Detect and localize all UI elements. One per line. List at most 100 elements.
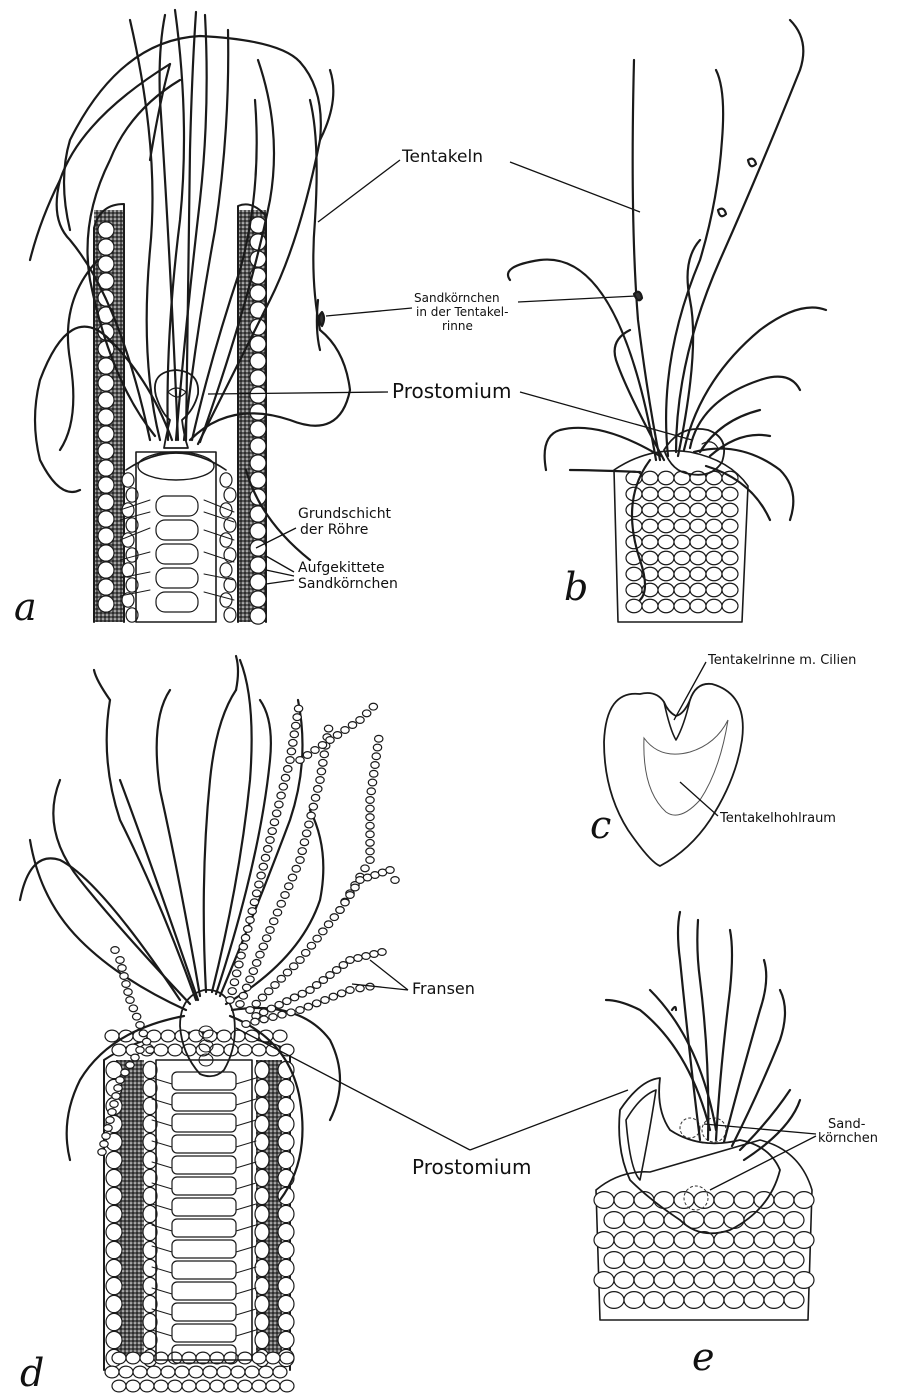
fringe-bead xyxy=(296,957,304,964)
fringe-bead xyxy=(366,857,374,864)
fringe-bead xyxy=(249,968,257,975)
fringe-bead xyxy=(372,753,380,760)
sand-grain xyxy=(626,567,642,580)
label-sandkoernchen-e-1: Sand- xyxy=(828,1117,866,1132)
sand-grain xyxy=(784,1252,804,1269)
panel-letter-a: a xyxy=(14,585,37,629)
sand-grain xyxy=(210,1044,224,1056)
fringe-bead xyxy=(111,947,119,954)
sand-grain xyxy=(734,1232,754,1249)
body-segment xyxy=(172,1135,236,1153)
sand-grain xyxy=(255,1223,269,1240)
sand-grain xyxy=(98,443,114,459)
tentacle-lumen xyxy=(644,720,728,815)
sand-grain xyxy=(784,1212,804,1229)
sand-grain xyxy=(220,533,232,547)
prostomium-e xyxy=(619,1078,780,1233)
sand-grain xyxy=(250,421,266,437)
fringe-bead xyxy=(102,1133,110,1140)
fringe-bead xyxy=(375,735,383,742)
tentacles-e xyxy=(606,912,800,1160)
body-segment xyxy=(172,1282,236,1300)
fringe-bead xyxy=(241,934,249,941)
fringe-bead xyxy=(366,848,374,855)
sand-grain xyxy=(143,1277,157,1294)
fringe-bead xyxy=(311,794,319,801)
fringe-bead xyxy=(312,1000,320,1007)
sand-grain xyxy=(143,1331,157,1348)
sand-grain xyxy=(644,1292,664,1309)
sand-grain xyxy=(98,239,114,255)
fringe-bead xyxy=(226,997,234,1004)
fringe-bead xyxy=(259,943,267,950)
sand-grain xyxy=(266,1380,280,1392)
fringe-bead xyxy=(298,848,306,855)
sand-grain xyxy=(250,608,266,624)
fringe-bead xyxy=(270,918,278,925)
label-prostomium-a: Prostomium xyxy=(392,379,511,403)
sand-grain xyxy=(112,1352,126,1364)
fringe-bead xyxy=(277,975,285,982)
fringe-bead xyxy=(246,1007,254,1014)
sand-grain xyxy=(278,1259,294,1276)
sand-grain xyxy=(224,488,236,502)
body-segment xyxy=(172,1093,236,1111)
fringe-bead xyxy=(306,987,314,994)
fringe-bead xyxy=(292,722,300,729)
sand-grain xyxy=(106,1241,122,1258)
sand-grain xyxy=(644,1252,664,1269)
fringe-bead xyxy=(314,785,322,792)
fringe-bead xyxy=(277,792,285,799)
fringe-bead xyxy=(259,863,267,870)
sand-grain xyxy=(143,1313,157,1330)
fringe-bead xyxy=(366,822,374,829)
sand-grain xyxy=(754,1232,774,1249)
sand-grain xyxy=(706,599,722,612)
fringe-bead xyxy=(131,1054,139,1061)
label-tentakeln: Tentakeln xyxy=(401,147,483,167)
sand-grain xyxy=(252,1380,266,1392)
sand-grain xyxy=(690,583,706,596)
fringe-bead xyxy=(246,976,254,983)
panel-letter-d: d xyxy=(20,1351,44,1395)
fringe-bead xyxy=(290,963,298,970)
sand-grain xyxy=(690,535,706,548)
fringe-bead xyxy=(356,985,364,992)
sand-grain xyxy=(122,563,134,577)
sand-grain xyxy=(754,1272,774,1289)
fringe-bead xyxy=(270,819,278,826)
fringe-bead xyxy=(361,865,369,872)
fringe-bead xyxy=(304,1003,312,1010)
sand-grain xyxy=(674,1272,694,1289)
sand-grain xyxy=(98,460,114,476)
fringe-bead xyxy=(373,744,381,751)
sand-grain xyxy=(674,1232,694,1249)
bristle xyxy=(152,1099,256,1105)
fringe-bead xyxy=(326,737,334,744)
worm-body-a xyxy=(120,452,234,622)
sand-grain xyxy=(140,1380,154,1392)
sand-grain xyxy=(217,1030,231,1042)
fringe-bead xyxy=(309,803,317,810)
fringe-bead xyxy=(313,935,321,942)
sand-grain xyxy=(642,487,658,500)
panel-a: Tentakeln Sandkörnchen in der Tentakel- … xyxy=(14,10,692,629)
label-tentakelrinne: Tentakelrinne m. Cilien xyxy=(707,653,856,668)
sand-grain xyxy=(644,1212,664,1229)
fringe-bead xyxy=(232,970,240,977)
sand-grain xyxy=(280,1380,294,1392)
bristle xyxy=(152,1309,256,1315)
sand-grain xyxy=(250,455,266,471)
fringe-bead xyxy=(265,988,273,995)
fringe-bead xyxy=(312,982,320,989)
fringe-bead xyxy=(110,1101,118,1108)
sand-grain xyxy=(245,1366,259,1378)
sand-grain xyxy=(614,1232,634,1249)
sand-grain xyxy=(278,1295,294,1312)
fringe-bead xyxy=(121,1069,129,1076)
sand-grain xyxy=(278,1241,294,1258)
sand-grain xyxy=(658,535,674,548)
fringe-bead xyxy=(272,810,280,817)
sand-grain xyxy=(140,1352,154,1364)
panel-b: b xyxy=(508,20,826,622)
